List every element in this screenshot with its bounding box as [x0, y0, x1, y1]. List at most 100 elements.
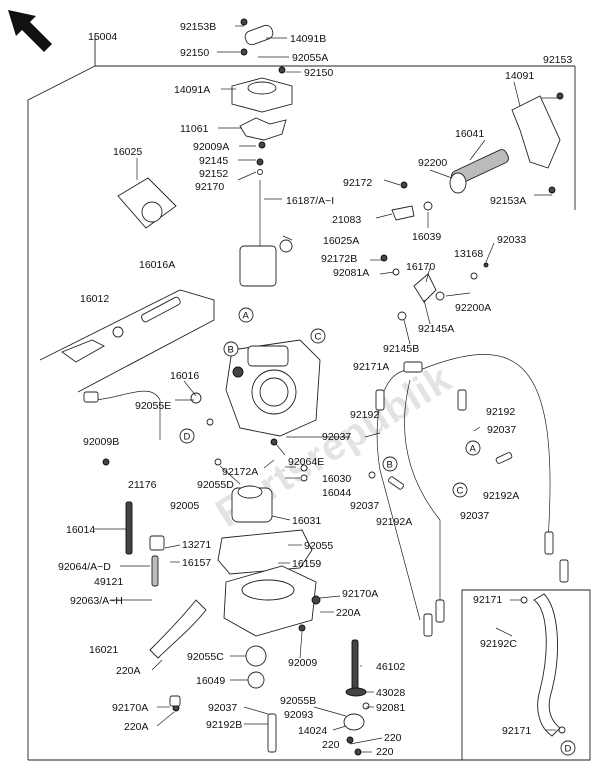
label-16049: 16049 — [196, 675, 225, 687]
svg-text:A: A — [243, 311, 250, 322]
label-92170a: 92170A — [342, 588, 378, 600]
label-92009b: 92009B — [83, 436, 119, 448]
diaphragm-cover — [117, 177, 177, 229]
label-92170: 92170 — [195, 181, 224, 193]
leader-lines — [94, 25, 560, 753]
label-16170: 16170 — [406, 261, 435, 273]
label-92145-top: 92145 — [199, 155, 228, 167]
label-92037-bottom: 92037 — [208, 702, 237, 714]
label-16025a: 16025A — [323, 235, 359, 247]
carburetor-body — [225, 339, 321, 437]
label-11061: 11061 — [180, 123, 209, 135]
svg-text:C: C — [315, 332, 322, 343]
label-92152: 92152 — [199, 168, 228, 180]
label-16031: 16031 — [292, 515, 321, 527]
label-220a-top: 220A — [336, 607, 361, 619]
ref-circle-b1: B — [223, 341, 239, 357]
hot-start-plunger — [39, 289, 215, 393]
label-92192a-right: 92192A — [483, 490, 519, 502]
label-92200a: 92200A — [455, 302, 491, 314]
label-16025: 16025 — [113, 146, 142, 158]
label-14091a: 14091A — [174, 84, 210, 96]
accelerator-pump-parts — [125, 438, 376, 587]
label-14091: 14091 — [505, 70, 534, 82]
label-92055d: 92055D — [197, 479, 234, 491]
label-16157: 16157 — [182, 557, 211, 569]
svg-text:B: B — [387, 460, 393, 471]
assembly-frame — [27, 35, 591, 761]
assembly-number: 15004 — [88, 31, 117, 43]
ref-circle-a2: A — [465, 440, 481, 456]
label-92192-left: 92192 — [350, 409, 379, 421]
throttle-linkage — [380, 205, 489, 321]
label-16159: 16159 — [292, 558, 321, 570]
svg-text:D: D — [184, 432, 191, 443]
label-92037-b: 92037 — [350, 500, 379, 512]
label-92171a: 92171A — [353, 361, 389, 373]
label-92153a: 92153A — [490, 195, 526, 207]
label-92037-right: 92037 — [487, 424, 516, 436]
ref-circle-c1: C — [310, 328, 326, 344]
label-92192c: 92192C — [480, 638, 517, 650]
label-92171-bottom: 92171 — [502, 725, 531, 737]
label-220a-left: 220A — [116, 665, 141, 677]
label-92172: 92172 — [343, 177, 372, 189]
ref-circle-a1: A — [238, 307, 254, 323]
label-14091b: 14091B — [290, 33, 326, 45]
direction-arrow-icon — [8, 10, 52, 52]
label-220-a: 220 — [384, 732, 402, 744]
label-92192a-mid: 92192A — [376, 516, 412, 528]
label-92170a-left: 92170A — [112, 702, 148, 714]
drain-parts — [169, 639, 370, 756]
label-92153: 92153 — [543, 54, 572, 66]
label-92005: 92005 — [170, 500, 199, 512]
choke-cable — [83, 390, 214, 466]
label-92192b: 92192B — [206, 719, 242, 731]
fuel-cables — [375, 354, 569, 637]
label-92145b: 92145B — [383, 343, 419, 355]
label-92064e: 92064E — [288, 456, 324, 468]
ref-circle-c2: C — [452, 482, 468, 498]
label-220a-bottom: 220A — [124, 721, 149, 733]
label-92200: 92200 — [418, 157, 447, 169]
label-92081a: 92081A — [333, 267, 369, 279]
label-92009: 92009 — [288, 657, 317, 669]
label-220-c: 220 — [376, 746, 394, 758]
label-14024: 14024 — [298, 725, 327, 737]
label-220-b: 220 — [322, 739, 340, 751]
overflow-hose — [520, 593, 566, 737]
label-16016: 16016 — [170, 370, 199, 382]
label-92055a: 92055A — [292, 52, 328, 64]
label-92033: 92033 — [497, 234, 526, 246]
label-92192-right: 92192 — [486, 406, 515, 418]
label-92150-top: 92150 — [180, 47, 209, 59]
label-92055b: 92055B — [280, 695, 316, 707]
label-92171-top: 92171 — [473, 594, 502, 606]
ref-circle-d2: D — [560, 740, 576, 756]
label-92055c: 92055C — [187, 651, 224, 663]
svg-text:A: A — [470, 444, 477, 455]
label-13168: 13168 — [454, 248, 483, 260]
throttle-valve-body — [239, 180, 293, 287]
label-16014: 16014 — [66, 524, 95, 536]
label-21176: 21176 — [128, 479, 157, 491]
label-92055: 92055 — [304, 540, 333, 552]
label-92037-c: 92037 — [460, 510, 489, 522]
label-46102: 46102 — [376, 661, 405, 673]
label-92009a: 92009A — [193, 141, 229, 153]
float-bowl — [149, 529, 321, 753]
label-16044: 16044 — [322, 487, 351, 499]
label-92055e: 92055E — [135, 400, 171, 412]
label-92081: 92081 — [376, 702, 405, 714]
label-92093: 92093 — [284, 709, 313, 721]
throttle-cable-bracket — [400, 92, 564, 211]
top-cover-parts — [231, 18, 293, 175]
label-16041: 16041 — [455, 128, 484, 140]
label-92153b: 92153B — [180, 21, 216, 33]
label-92172a: 92172A — [222, 466, 258, 478]
label-16021: 16021 — [89, 644, 118, 656]
label-16187: 16187/A~I — [286, 195, 334, 207]
ref-circle-d1: D — [179, 428, 195, 444]
label-16016a: 16016A — [139, 259, 175, 271]
